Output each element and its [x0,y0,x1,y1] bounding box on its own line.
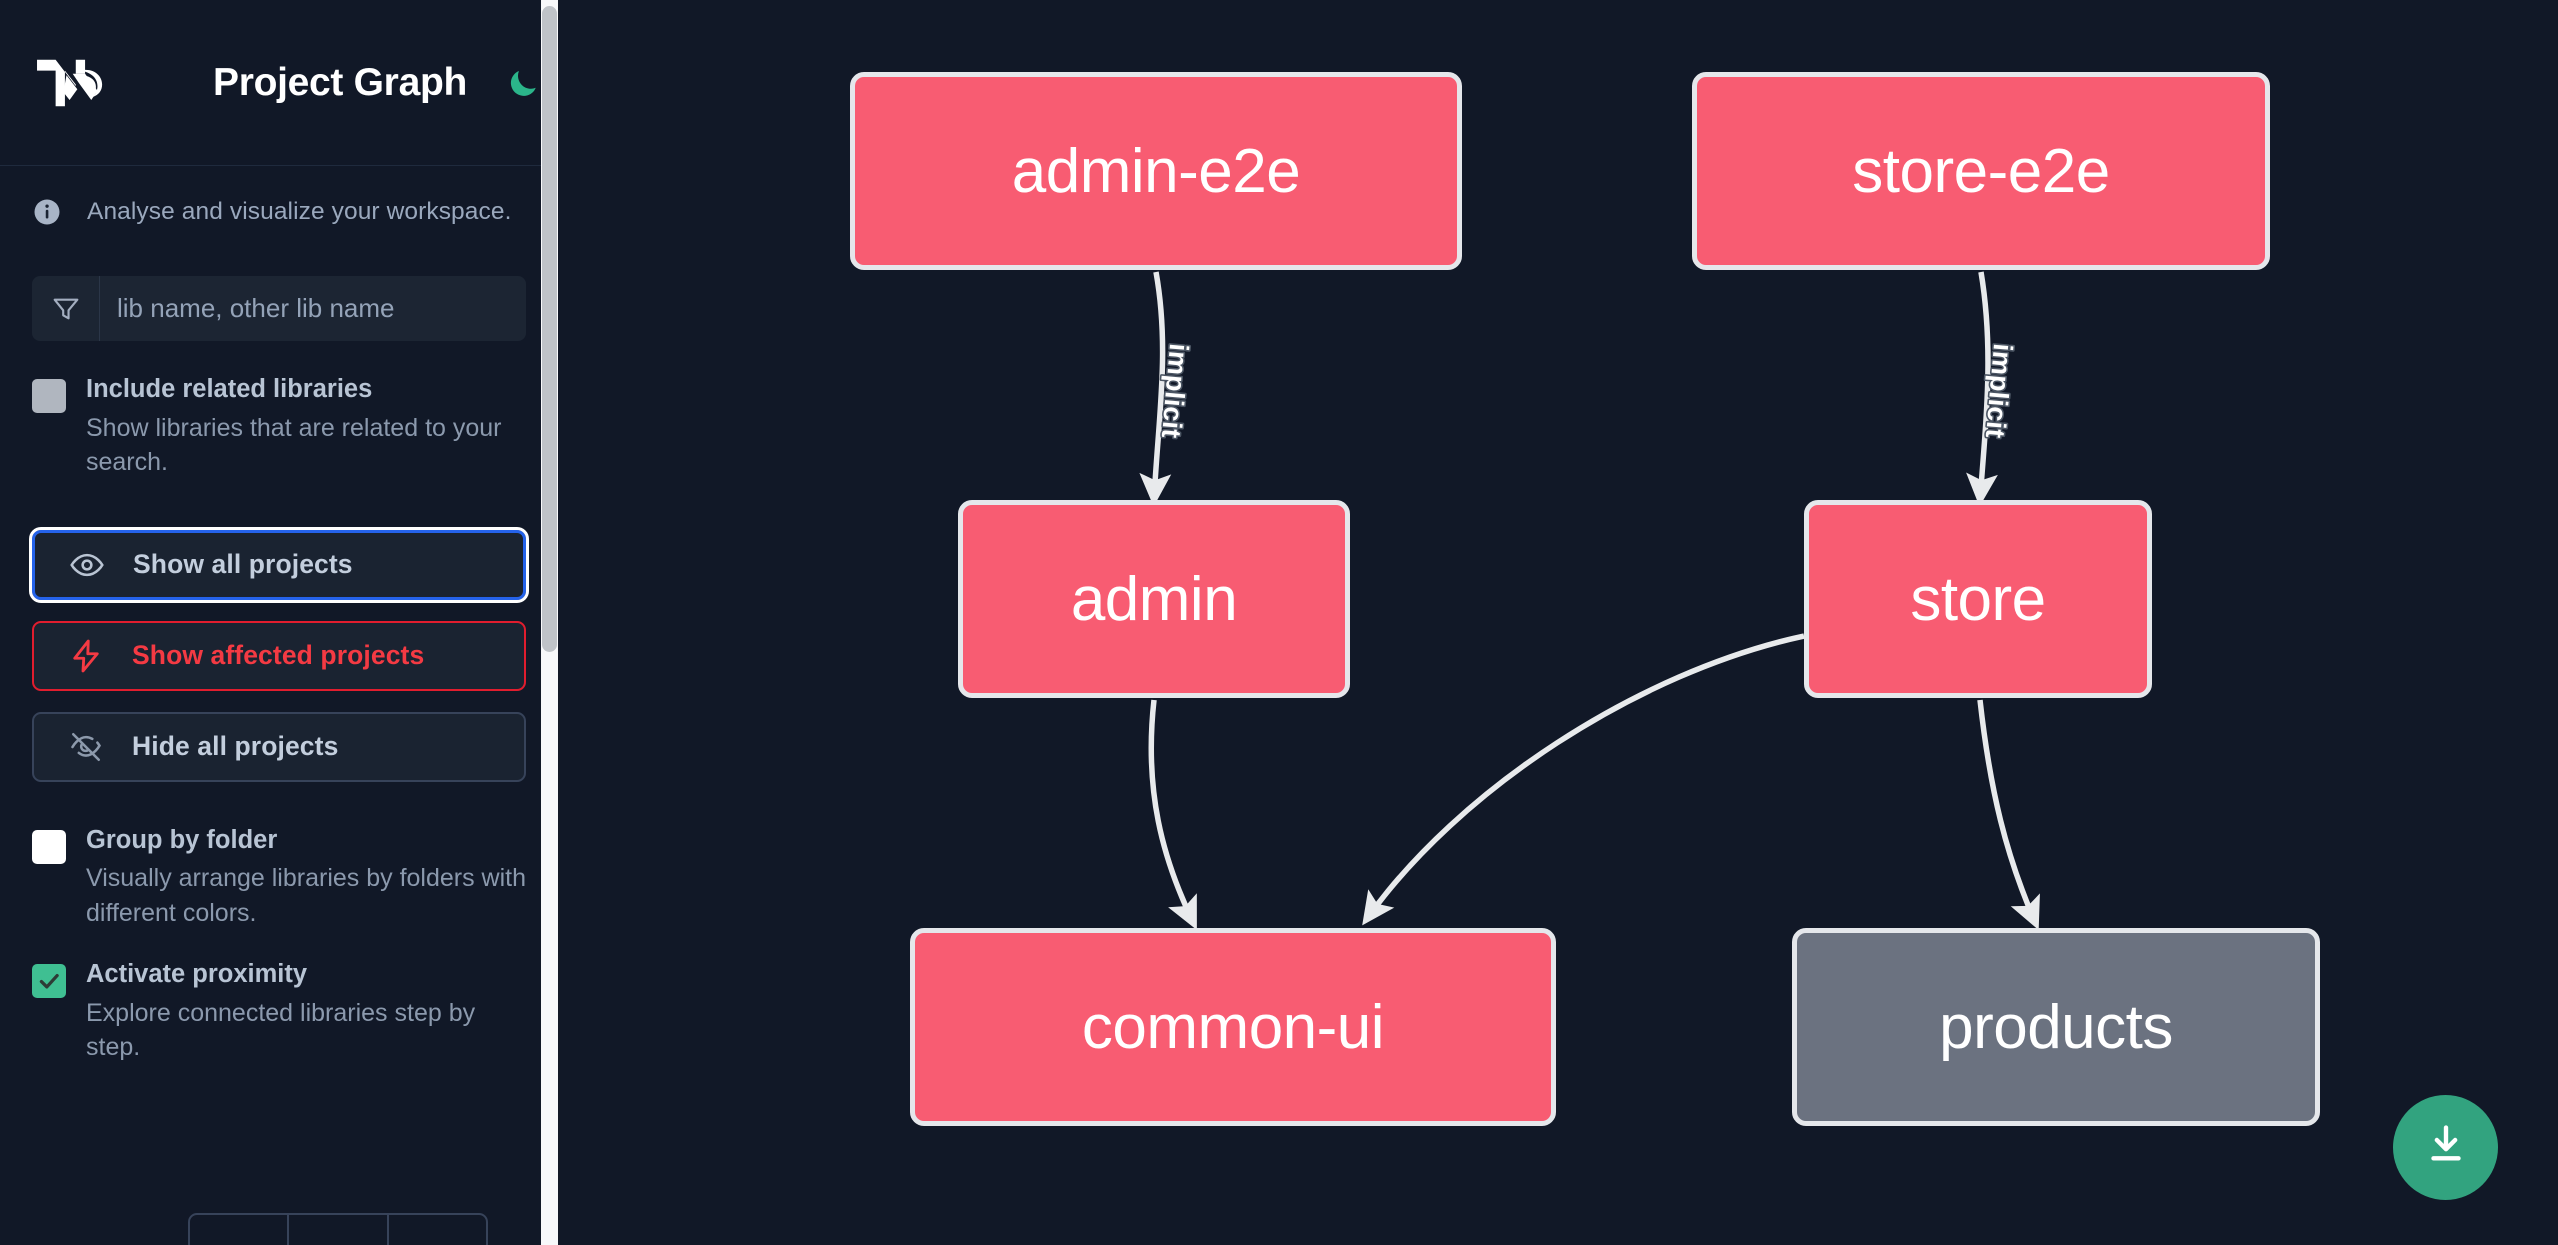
hide-all-projects-label: Hide all projects [132,731,339,762]
info-banner: Analyse and visualize your workspace. [0,166,558,227]
graph-node-admin-e2e[interactable]: admin-e2e [850,72,1462,270]
filter-search-box[interactable] [32,276,526,341]
download-icon [2421,1120,2471,1175]
stepper-segment[interactable] [190,1215,290,1245]
checkbox-group-by-folder[interactable] [32,829,66,864]
graph-node-products[interactable]: products [1792,928,2320,1126]
show-affected-projects-button[interactable]: Show affected projects [32,620,526,691]
node-label: products [1939,992,2173,1062]
checkbox-row-activate-proximity[interactable]: Activate proximity Explore connected lib… [0,930,558,1065]
graph-node-common-ui[interactable]: common-ui [910,928,1556,1126]
hide-all-projects-button[interactable]: Hide all projects [32,711,526,782]
stepper-segment[interactable] [389,1215,486,1245]
graph-node-admin[interactable]: admin [958,500,1350,698]
proximity-stepper-control[interactable] [188,1213,488,1245]
node-label: common-ui [1081,992,1385,1062]
sidebar: Project Graph Analyse and visualize your… [0,0,558,1245]
search-input[interactable] [100,276,526,341]
moon-icon[interactable] [503,63,543,103]
checkbox-row-include-related-libraries[interactable]: Include related libraries Show libraries… [0,341,558,480]
edge-store-e2e-to-store [1966,271,1998,507]
sidebar-scrollbar-track[interactable] [541,0,558,1245]
page-title: Project Graph [213,60,467,104]
node-label: admin [1070,564,1238,634]
checkbox-description: Show libraries that are related to your … [86,413,502,477]
graph-node-store[interactable]: store [1804,500,2152,698]
node-label: admin-e2e [1011,136,1301,206]
nx-logo-icon [32,52,118,114]
checkbox-label: Activate proximity [86,960,308,989]
info-icon [32,197,62,227]
checkbox-description: Visually arrange libraries by folders wi… [86,864,527,927]
checkbox-text-activate-proximity: Activate proximity Explore connected lib… [86,960,526,1065]
checkbox-label: Group by folder [86,825,278,854]
lightning-bolt-icon [67,637,105,675]
eye-off-icon [67,728,105,766]
checkbox-label: Include related libraries [86,375,373,403]
eye-icon [68,546,106,584]
show-all-projects-label: Show all projects [133,549,353,580]
checkbox-row-group-by-folder[interactable]: Group by folder Visually arrange librari… [0,782,558,931]
edge-admin-e2e-to-admin [1139,271,1172,507]
info-text: Analyse and visualize your workspace. [87,198,512,225]
edge-store-to-products [1977,699,2040,931]
checkbox-activate-proximity[interactable] [32,964,66,999]
checkbox-description: Explore connected libraries step by step… [86,998,476,1062]
checkbox-text-group-by-folder: Group by folder Visually arrange librari… [86,826,526,931]
node-label: store [1910,564,2046,634]
show-all-projects-button[interactable]: Show all projects [29,526,529,603]
sidebar-scrollbar-thumb[interactable] [542,6,557,652]
graph-edges: implicit implicit [1139,271,2040,931]
edge-admin-to-common-ui [1148,699,1197,930]
checkbox-include-related-libraries[interactable] [32,379,66,413]
stepper-segment[interactable] [289,1215,389,1245]
filter-icon [32,276,100,341]
project-graph-canvas[interactable]: implicit implicit admin-e2e store-e2e ad… [558,0,2558,1245]
project-visibility-buttons: Show all projects Show affected projects [29,526,529,782]
download-graph-button[interactable] [2393,1095,2498,1200]
checkbox-text-include-related-libraries: Include related libraries Show libraries… [86,375,526,480]
node-label: store-e2e [1852,136,2110,206]
show-affected-projects-label: Show affected projects [132,640,425,671]
edge-store-to-common-ui [1362,633,1805,926]
sidebar-header: Project Graph [0,0,558,166]
graph-node-store-e2e[interactable]: store-e2e [1692,72,2270,270]
